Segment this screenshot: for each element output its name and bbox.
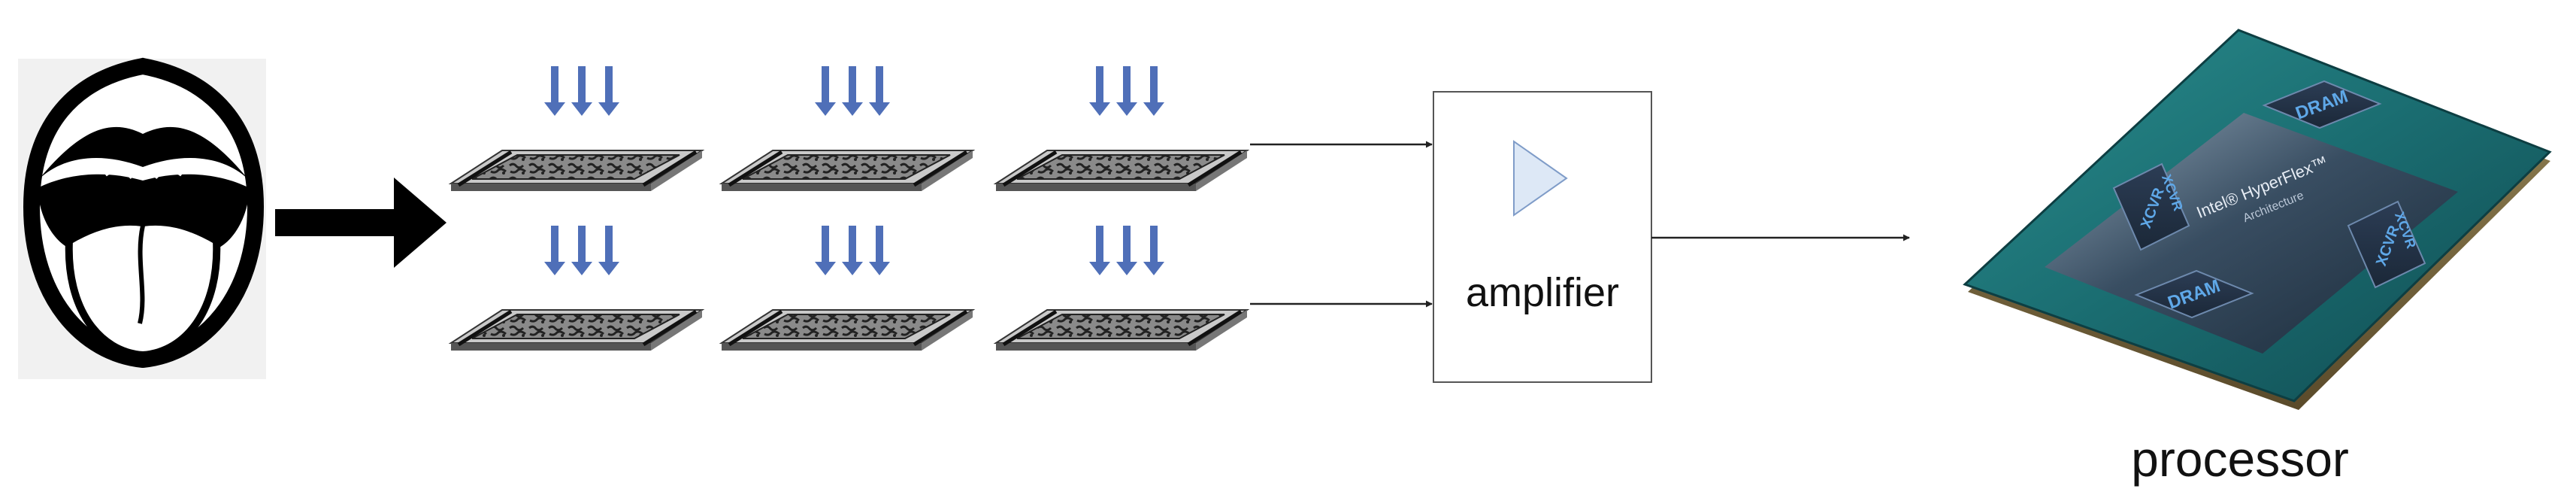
stimulus-arrow-icon	[598, 226, 619, 275]
stimulus-arrow-icon	[1143, 226, 1164, 275]
stimulus-arrow-icon	[842, 66, 863, 116]
sensor-chip-icon	[719, 66, 976, 191]
sensor-chip-icon	[993, 226, 1250, 351]
stimulus-arrow-icon	[1143, 66, 1164, 116]
stimulus-arrow-icon	[571, 226, 592, 275]
sensor-chip-icon	[448, 226, 705, 351]
stimulus-arrow-icon	[869, 226, 890, 275]
sensor-chip-icon	[993, 66, 1250, 191]
stimulus-arrow-icon	[1089, 226, 1110, 275]
stimulus-arrow-icon	[815, 226, 836, 275]
sensor-array	[448, 66, 1250, 351]
stimulus-arrow-icon	[1089, 66, 1110, 116]
amplifier-block	[1433, 91, 1652, 383]
stimulus-arrow-icon	[869, 66, 890, 116]
sensor-chip-icon	[448, 66, 705, 191]
dram-tile-top	[2262, 80, 2382, 129]
tongue-icon	[18, 57, 266, 379]
stimulus-arrow-icon	[598, 66, 619, 116]
xcvr-tile-right	[2347, 200, 2426, 289]
stimulus-arrow-icon	[544, 66, 565, 116]
stimulus-arrow-icon	[544, 226, 565, 275]
amplifier-label: amplifier	[1465, 270, 1620, 315]
stimulus-arrow-icon	[842, 226, 863, 275]
stimulus-arrow-icon	[1116, 226, 1137, 275]
input-arrow	[275, 178, 446, 268]
stimulus-arrow-icon	[1116, 66, 1137, 116]
sensor-chip-icon	[719, 226, 976, 351]
dram-tile-bottom	[2134, 269, 2254, 319]
amplifier-triangle-icon	[1513, 140, 1568, 217]
processor-chip: DRAM DRAM XCVR XCVR XCVR XCVR Intel® Hyp…	[1963, 29, 2552, 410]
processor-label: processor	[2131, 431, 2349, 487]
stimulus-arrow-icon	[815, 66, 836, 116]
xcvr-tile-left	[2112, 162, 2190, 251]
stimulus-arrow-icon	[571, 66, 592, 116]
